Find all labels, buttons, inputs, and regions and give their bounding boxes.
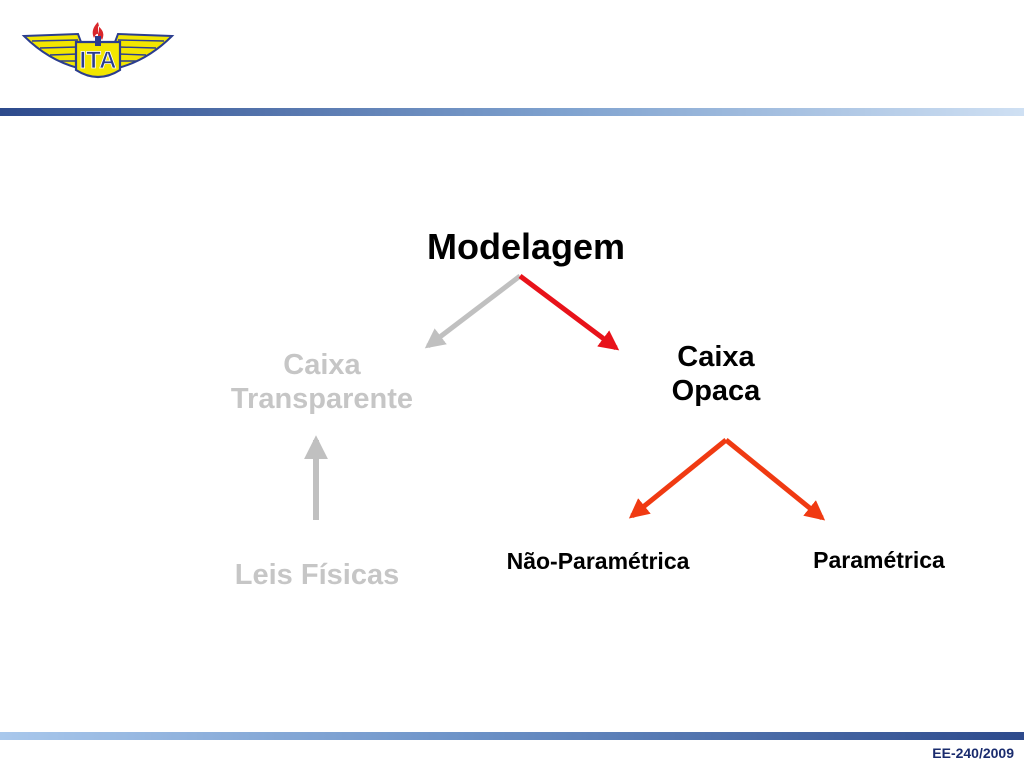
transparent-box-line1: Caixa <box>283 349 361 381</box>
ita-logo: ITA <box>21 22 175 79</box>
left-wing-feathers <box>31 39 79 62</box>
emblem-shield <box>74 40 122 79</box>
header-rule <box>0 108 1024 116</box>
arrow-to-parametric <box>724 438 826 521</box>
right-wing-feathers <box>117 39 165 62</box>
course-code: EE-240/2009 <box>932 745 1014 761</box>
opaque-box-line2: Opaca <box>671 375 761 408</box>
footer-rule <box>0 732 1024 740</box>
torch-flame-icon <box>92 22 104 40</box>
arrow-to-opaque-box <box>518 274 620 351</box>
opaque-box-line1: Caixa <box>677 341 755 373</box>
opaque-box-node: Caixa Opaca <box>616 340 816 408</box>
root-node-modelagem: Modelagem <box>426 226 626 267</box>
parametric-node: Paramétrica <box>813 547 945 573</box>
logo-text: ITA <box>80 47 117 74</box>
arrow-to-transparent-box <box>424 274 522 349</box>
arrow-to-non-parametric <box>628 438 728 519</box>
transparent-box-node: Caixa Transparente <box>172 348 472 416</box>
torch-handle <box>95 36 101 46</box>
transparent-box-line2: Transparente <box>230 383 414 416</box>
non-parametric-node: Não-Paramétrica <box>506 548 690 574</box>
physical-laws-node: Leis Físicas <box>234 559 400 591</box>
